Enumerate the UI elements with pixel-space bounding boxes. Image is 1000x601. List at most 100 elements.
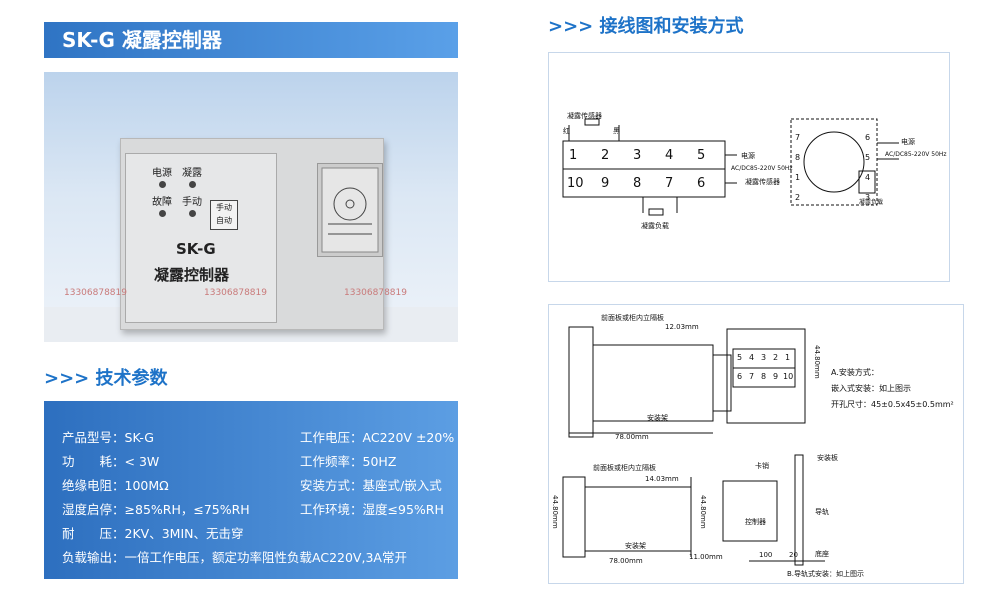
dim-20: 20 bbox=[789, 551, 798, 559]
label-power: 电源 bbox=[152, 168, 172, 179]
product-title: SK-G 凝露控制器 bbox=[62, 28, 222, 52]
device-front-panel: 电源 凝露 故障 手动 手动 自动 SK-G 凝露控制器 bbox=[125, 153, 277, 323]
label-fault: 故障 bbox=[152, 197, 172, 208]
wiring-lines bbox=[562, 118, 899, 216]
wiring-diagram: 凝露传感器 红 黑 1 2 3 4 5 10 9 8 7 6 电源 AC/DC8… bbox=[548, 52, 950, 282]
socket-pin-6: 6 bbox=[865, 133, 871, 142]
note-hole: 开孔尺寸：45±0.5x45±0.5mm² bbox=[831, 400, 954, 409]
grid-3: 3 bbox=[761, 353, 767, 362]
controller-label: 控制器 bbox=[745, 518, 766, 526]
dim-11: 11.00mm bbox=[689, 553, 723, 561]
mount-frame-label: 安装架 bbox=[647, 414, 668, 422]
black-wire-label: 黑 bbox=[613, 127, 620, 135]
product-photo: 电源 凝露 故障 手动 手动 自动 SK-G 凝露控制器 1330 bbox=[44, 72, 458, 342]
socket-pin-4: 4 bbox=[865, 173, 871, 182]
terminal-8: 8 bbox=[633, 176, 642, 191]
terminal-10: 10 bbox=[567, 176, 584, 191]
socket-pin-3: 3 bbox=[865, 193, 871, 202]
socket-pin-1: 1 bbox=[795, 173, 801, 182]
mount-frame-label-2: 安装架 bbox=[625, 542, 646, 550]
wiring-section-title: >>> 接线图和安装方式 bbox=[548, 16, 744, 37]
terminal-3: 3 bbox=[633, 148, 642, 163]
installation-lines bbox=[562, 326, 825, 566]
spec-frequency: 工作频率：50HZ bbox=[300, 454, 397, 469]
btn-auto-label: 自动 bbox=[216, 216, 232, 225]
spec-environment: 工作环境：湿度≤95%RH bbox=[300, 502, 444, 517]
manual-led bbox=[189, 210, 196, 217]
spec-model: 产品型号：SK-G bbox=[62, 430, 154, 445]
sensor-side-label: 凝露传感器 bbox=[745, 178, 780, 186]
note-b: B.导轨式安装：如上图示 bbox=[787, 570, 865, 578]
dim-78: 78.00mm bbox=[615, 433, 649, 441]
base-label: 底座 bbox=[815, 550, 829, 558]
grid-2: 2 bbox=[773, 353, 779, 362]
controller-device: 电源 凝露 故障 手动 手动 自动 SK-G 凝露控制器 bbox=[120, 138, 384, 330]
dim-100: 100 bbox=[759, 551, 773, 559]
installation-diagram: 前面板或柜内立隔板 12.03mm 安装架 78.00mm 44.80mm 5 … bbox=[548, 304, 964, 584]
grid-8: 8 bbox=[761, 372, 767, 381]
specs-panel: 产品型号：SK-G 工作电压：AC220V ±20% 功 耗：< 3W 工作频率… bbox=[44, 401, 458, 579]
load-label-small: 凝露负载 bbox=[859, 199, 884, 206]
supply-label-right: AC/DC85-220V 50Hz bbox=[885, 151, 947, 158]
spec-humidity: 湿度启停：≥85%RH，≤75%RH bbox=[62, 502, 250, 517]
spec-power: 功 耗：< 3W bbox=[62, 454, 160, 469]
load-label: 凝露负载 bbox=[641, 222, 669, 230]
dim-78b: 78.00mm bbox=[609, 557, 643, 565]
grid-1: 1 bbox=[785, 353, 791, 362]
power-label-right: 电源 bbox=[901, 138, 915, 146]
terminal-1: 1 bbox=[569, 148, 578, 163]
spec-output: 负载输出：一倍工作电压，额定功率阻性负载AC220V,3A常开 bbox=[62, 550, 407, 565]
grid-7: 7 bbox=[749, 372, 755, 381]
dim-14: 14.03mm bbox=[645, 475, 679, 483]
terminal-5: 5 bbox=[697, 148, 706, 163]
spec-insulation: 绝缘电阻：100MΩ bbox=[62, 478, 169, 493]
socket-pin-8: 8 bbox=[795, 153, 801, 162]
power-label: 电源 bbox=[741, 152, 755, 160]
power-led bbox=[159, 181, 166, 188]
clip-label: 卡销 bbox=[755, 462, 769, 470]
label-dew: 凝露 bbox=[182, 168, 202, 179]
grid-10: 10 bbox=[783, 372, 794, 381]
spec-voltage: 工作电压：AC220V ±20% bbox=[300, 430, 455, 445]
specs-section-title: >>> 技术参数 bbox=[44, 368, 168, 389]
panel-label: 前面板或柜内立隔板 bbox=[601, 314, 664, 322]
red-wire-label: 红 bbox=[563, 127, 570, 135]
product-title-banner: SK-G 凝露控制器 bbox=[44, 22, 458, 58]
dew-led bbox=[189, 181, 196, 188]
socket-pin-5: 5 bbox=[865, 153, 871, 162]
terminal-7: 7 bbox=[665, 176, 674, 191]
socket-pin-2: 2 bbox=[795, 193, 801, 202]
sensor-top-label: 凝露传感器 bbox=[567, 112, 602, 120]
terminal-2: 2 bbox=[601, 148, 610, 163]
mount-plate-label: 安装板 bbox=[817, 454, 838, 462]
rail-label: 导轨 bbox=[815, 508, 829, 516]
terminal-9: 9 bbox=[601, 176, 610, 191]
note-embed: 嵌入式安装：如上图示 bbox=[831, 384, 911, 393]
supply-label: AC/DC85-220V 50Hz bbox=[731, 165, 793, 172]
fault-led bbox=[159, 210, 166, 217]
spec-withstand: 耐 压：2KV、3MIN、无击穿 bbox=[62, 526, 244, 541]
note-a: A.安装方式： bbox=[831, 368, 879, 377]
side-wiring-sticker bbox=[321, 167, 379, 253]
spec-install: 安装方式：基座式/嵌入式 bbox=[300, 478, 442, 493]
watermark-1: 13306878819 bbox=[64, 288, 127, 298]
grid-6: 6 bbox=[737, 372, 743, 381]
terminal-6: 6 bbox=[697, 176, 706, 191]
dim-44: 44.80mm bbox=[813, 345, 821, 379]
dim-44b: 44.80mm bbox=[551, 495, 559, 529]
panel-label-2: 前面板或柜内立隔板 bbox=[593, 464, 656, 472]
grid-4: 4 bbox=[749, 353, 755, 362]
dim-12: 12.03mm bbox=[665, 323, 699, 331]
grid-5: 5 bbox=[737, 353, 743, 362]
btn-manual-label: 手动 bbox=[216, 203, 232, 212]
manual-auto-button[interactable]: 手动 自动 bbox=[210, 200, 238, 230]
label-manual: 手动 bbox=[182, 197, 202, 208]
watermark-2: 13306878819 bbox=[204, 288, 267, 298]
dim-44c: 44.80mm bbox=[699, 495, 707, 529]
device-side-label bbox=[317, 163, 383, 257]
socket-pin-7: 7 bbox=[795, 133, 801, 142]
device-name: 凝露控制器 bbox=[154, 266, 230, 284]
grid-9: 9 bbox=[773, 372, 779, 381]
device-model: SK-G bbox=[176, 240, 216, 258]
watermark-3: 13306878819 bbox=[344, 288, 407, 298]
